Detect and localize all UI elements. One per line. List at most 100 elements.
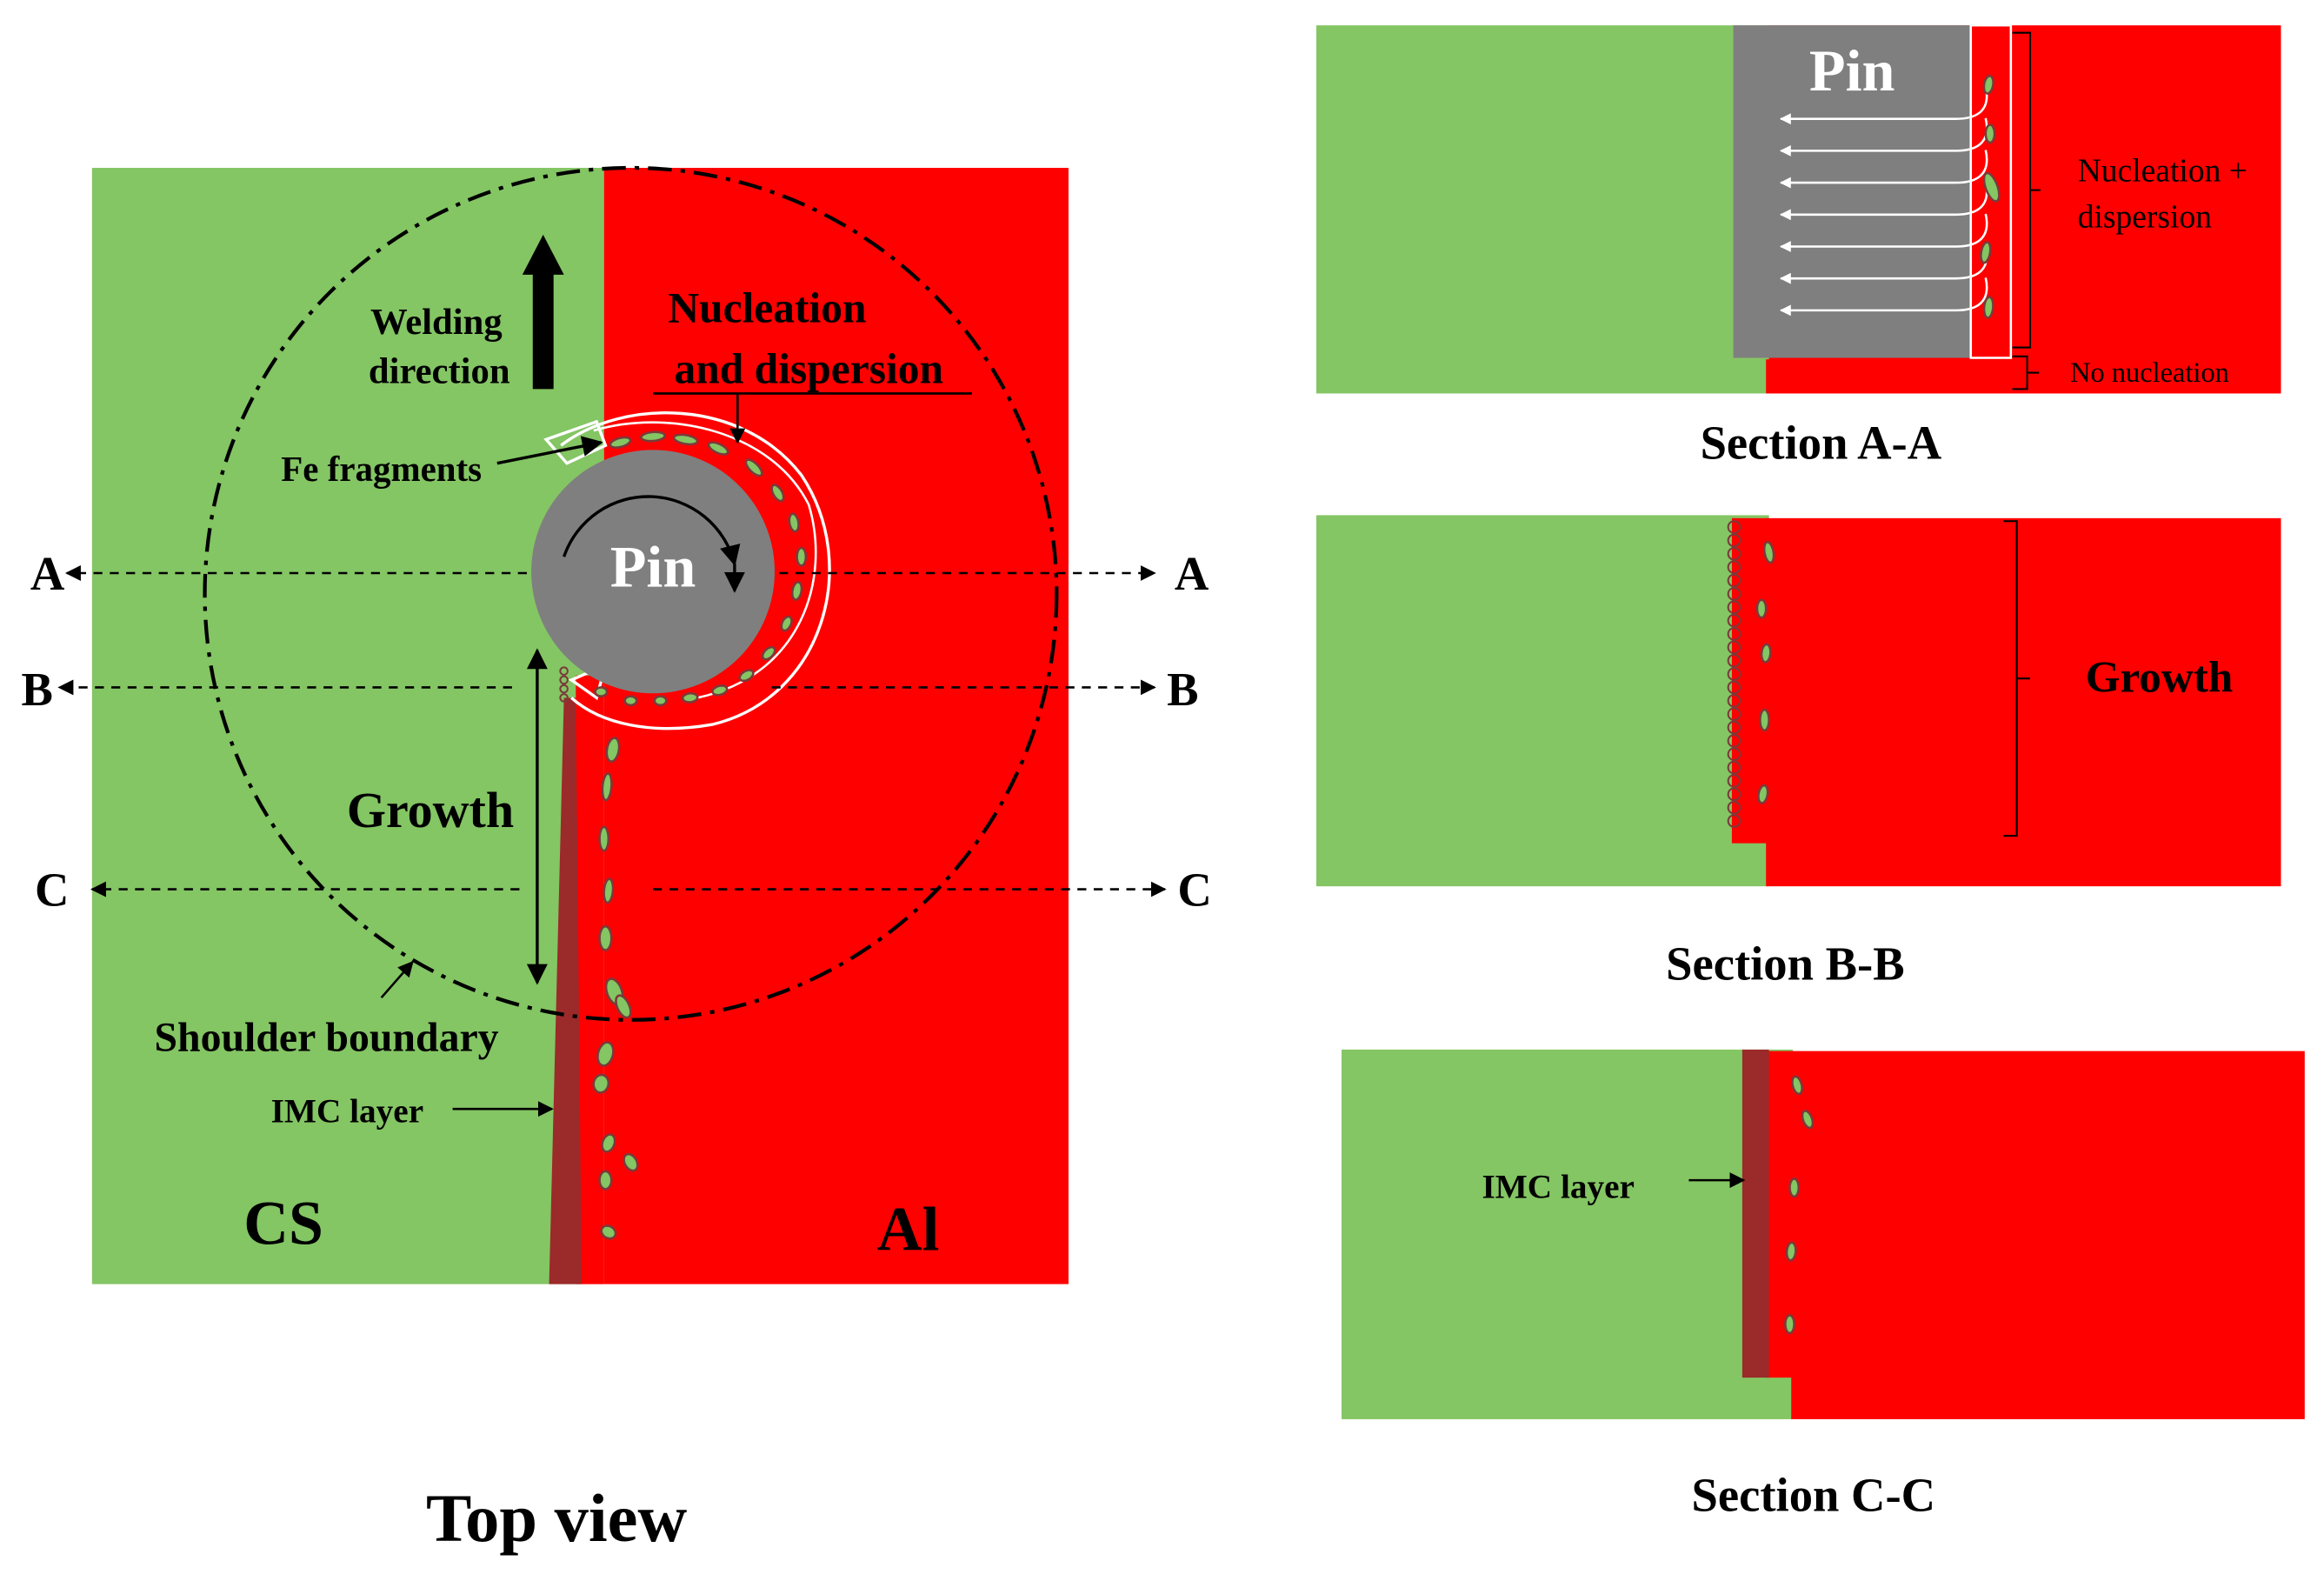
fe-fragment xyxy=(603,877,615,904)
imc-nodule xyxy=(1727,613,1741,628)
imc-nodule xyxy=(1727,680,1741,695)
section-aa-pin-label: Pin xyxy=(1809,37,1895,103)
pin-rotation-arrow xyxy=(563,495,741,567)
imc-nodule xyxy=(559,675,569,685)
imc-nodule xyxy=(1727,653,1741,668)
imc-nodule xyxy=(1727,627,1741,641)
fe-fragment xyxy=(623,1152,639,1172)
section-aa-nucleation-1: Nucleation + xyxy=(2078,153,2247,189)
cs-label: CS xyxy=(243,1189,323,1258)
imc-layer-wedge xyxy=(549,697,583,1284)
fe-fragment xyxy=(1755,598,1768,619)
fe-fragment xyxy=(653,695,668,707)
fe-fragment xyxy=(711,684,729,697)
section-cc-imc-label: IMC layer xyxy=(1482,1169,1634,1206)
fe-fragment xyxy=(640,430,666,443)
fe-fragment xyxy=(594,686,609,697)
fe-fragment xyxy=(601,772,613,802)
imc-nodule xyxy=(1727,533,1741,548)
fe-fragment xyxy=(681,691,699,704)
fe-fragment xyxy=(1980,241,1992,264)
pin-label: Pin xyxy=(610,533,696,599)
fe-fragments-label: Fe fragments xyxy=(281,449,482,489)
section-mark-c-right: C xyxy=(1177,863,1211,916)
section-bb-caption: Section B-B xyxy=(1666,937,1905,991)
fe-fragment xyxy=(605,737,621,763)
fe-fragment xyxy=(1801,1110,1815,1130)
top-view-caption: Top view xyxy=(426,1480,688,1556)
imc-nodule xyxy=(559,693,569,703)
al-interface-region xyxy=(576,675,604,1284)
flow-arrow xyxy=(1779,150,1988,189)
shoulder-boundary-circle xyxy=(203,165,1059,1022)
imc-nodule xyxy=(1727,720,1741,735)
fe-fragment xyxy=(780,615,793,632)
imc-nodule xyxy=(559,666,569,676)
fe-fragment xyxy=(600,1224,617,1240)
fe-fragment xyxy=(598,924,613,951)
fe-fragment xyxy=(1982,171,2001,203)
fe-fragment xyxy=(598,825,610,852)
fe-fragment xyxy=(596,1041,615,1067)
section-aa-no-nucleation: No nucleation xyxy=(2070,357,2229,389)
material-flow-loop xyxy=(560,411,831,730)
fe-fragment xyxy=(1762,541,1775,564)
section-bb-fragments xyxy=(1755,541,1775,804)
fe-fragment xyxy=(1784,1314,1795,1335)
fe-fragment xyxy=(796,546,808,567)
fe-fragment xyxy=(609,436,632,449)
fe-fragment xyxy=(1760,643,1772,664)
nucleation-label-1: Nucleation xyxy=(668,284,866,332)
shoulder-boundary-label: Shoulder boundary xyxy=(154,1015,498,1061)
pin-circle xyxy=(531,450,775,694)
section-cc-cs xyxy=(1342,1049,1793,1419)
cs-plate xyxy=(91,168,604,1284)
section-aa-cs xyxy=(1316,25,1769,394)
fe-fragment xyxy=(601,1133,616,1153)
section-cc-imc-layer xyxy=(1741,1049,1769,1378)
imc-nodule xyxy=(1727,600,1741,615)
top-view: Pin Welding direction Nucleation and dis… xyxy=(21,165,1212,1556)
imc-nodule xyxy=(559,684,569,694)
fe-fragment xyxy=(1984,123,1996,144)
fe-fragment xyxy=(1757,784,1769,804)
fe-fragment xyxy=(1788,1177,1801,1198)
imc-nodule xyxy=(1727,587,1741,601)
fe-fragment xyxy=(770,484,785,503)
fe-fragment xyxy=(788,512,800,533)
section-aa-flow-box xyxy=(1969,23,2013,359)
nucleation-label-2: and dispersion xyxy=(675,345,944,393)
material-flow-loop-inner xyxy=(593,421,817,699)
section-mark-c-left: C xyxy=(35,863,69,916)
imc-nodule xyxy=(1727,693,1741,708)
fe-fragments-leader xyxy=(496,436,603,465)
section-bb-al xyxy=(1766,517,2281,887)
section-mark-b-left: B xyxy=(21,663,52,716)
fe-fragment xyxy=(744,458,763,477)
al-plate xyxy=(603,168,1069,1284)
fe-fragment xyxy=(598,1170,613,1191)
flow-arrow xyxy=(1779,277,1988,317)
imc-nodule xyxy=(1727,546,1741,561)
imc-nodule xyxy=(1727,814,1741,828)
section-aa-fragments xyxy=(1980,75,2001,319)
fe-fragment xyxy=(1759,708,1770,732)
imc-nodule xyxy=(1727,667,1741,681)
section-cc-fragments xyxy=(1784,1075,1815,1335)
imc-nodule xyxy=(1727,734,1741,748)
imc-nodule xyxy=(1727,707,1741,722)
flow-arrow xyxy=(1779,213,1988,252)
section-mark-a-right: A xyxy=(1175,547,1209,600)
fe-fragments-top-view xyxy=(559,430,808,1240)
imc-nodule xyxy=(1727,787,1741,802)
welding-direction-label-2: direction xyxy=(369,351,510,392)
section-bb-brace-growth xyxy=(2003,520,2031,837)
welding-direction-arrowhead xyxy=(522,234,564,275)
imc-nodule xyxy=(1727,760,1741,775)
fe-fragment xyxy=(672,433,699,446)
section-bb-cs xyxy=(1316,515,1769,887)
imc-nodule xyxy=(1727,520,1741,534)
section-cc-caption: Section C-C xyxy=(1692,1469,1936,1522)
